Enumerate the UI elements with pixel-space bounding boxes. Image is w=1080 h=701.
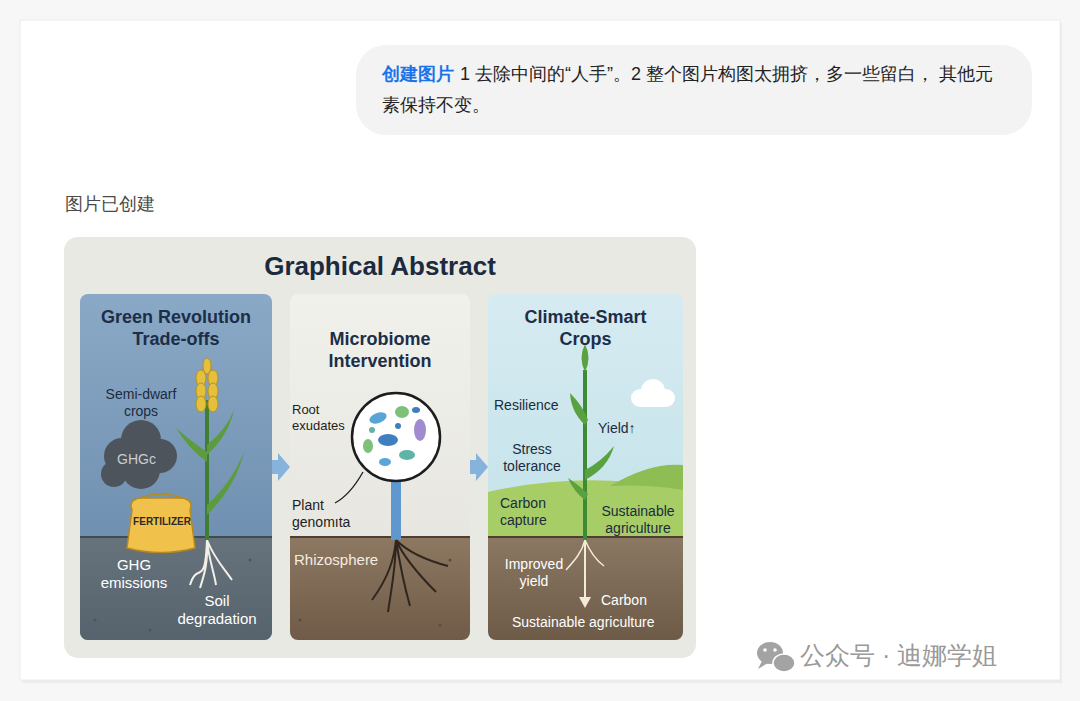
left-panel-bg xyxy=(80,294,272,640)
art-shape xyxy=(488,537,683,640)
root-system xyxy=(372,481,448,612)
bag-label: FERTILIZER xyxy=(127,516,197,528)
ghg-cloud xyxy=(101,420,177,489)
callout-label: Root exudates xyxy=(292,402,350,433)
benefit-label: Sustainable agriculture xyxy=(594,503,682,537)
art-shape xyxy=(399,450,415,460)
art-shape xyxy=(412,407,420,413)
art-shape xyxy=(372,540,448,612)
art-shape xyxy=(570,393,588,425)
art-shape xyxy=(196,396,206,412)
art-shape xyxy=(610,465,683,490)
art-shape xyxy=(763,648,767,652)
art-shape xyxy=(773,654,795,672)
request-text: 创建图片1 去除中间的“人手”。2 整个图片构图太拥挤，多一些留白， 其他元素保… xyxy=(382,59,1006,121)
art-shape xyxy=(205,400,209,540)
cloud-label: GHGc xyxy=(117,451,163,468)
art-shape xyxy=(584,540,586,598)
art-shape xyxy=(378,434,398,446)
bag-tie xyxy=(140,494,182,498)
benefit-label: Stress tolerance xyxy=(494,441,570,475)
benefit-label: Yield↑ xyxy=(598,420,658,437)
art-shape xyxy=(414,419,426,441)
panel-box: Microbiome Intervention xyxy=(290,294,470,640)
middle-panel-bg xyxy=(290,294,470,640)
art-shape xyxy=(368,410,388,426)
climate-plant xyxy=(566,344,614,608)
art-shape xyxy=(640,396,666,407)
art-shape xyxy=(94,619,97,622)
art-shape xyxy=(290,536,470,538)
art-shape xyxy=(352,393,440,481)
art-shape xyxy=(249,559,252,562)
art-shape xyxy=(207,452,244,515)
chat-bubble: 创建图片1 去除中间的“人手”。2 整个图片构图太拥挤，多一些留白， 其他元素保… xyxy=(356,45,1032,135)
wheat-plant xyxy=(176,358,244,588)
art-shape xyxy=(391,481,401,540)
diagram-title: Graphical Abstract xyxy=(64,251,696,282)
flow-arrow xyxy=(272,453,290,481)
art-shape xyxy=(568,478,588,500)
art-shape xyxy=(207,410,234,455)
art-shape xyxy=(579,597,591,608)
status-text: 图片已创建 xyxy=(65,194,265,216)
art-shape xyxy=(208,396,218,412)
art-shape xyxy=(395,423,401,429)
callout-label: Plant genomıta xyxy=(292,497,362,531)
art-shape xyxy=(290,537,470,640)
art-shape xyxy=(363,439,373,453)
plant-label: Semi-dwarf crops xyxy=(96,386,186,420)
benefit-label: Resilience xyxy=(494,397,574,414)
art-shape xyxy=(583,370,587,540)
art-shape xyxy=(80,537,272,640)
arrow-shape xyxy=(470,453,488,481)
art-shape xyxy=(149,629,152,632)
art-shape xyxy=(176,428,207,462)
soil-label: GHG emissions xyxy=(84,556,184,592)
soil-label: Improved yield xyxy=(494,556,574,590)
panel-heading: Green Revolution Trade-offs xyxy=(88,306,264,350)
art-shape xyxy=(439,624,442,627)
art-shape xyxy=(773,648,777,652)
panel-heading: Microbiome Intervention xyxy=(298,328,462,372)
request-body: 1 去除中间的“人手”。2 整个图片构图太拥挤，多一些留白， 其他元素保持不变。 xyxy=(382,64,993,115)
chat-card xyxy=(20,20,1060,680)
art-shape xyxy=(299,619,302,622)
art-shape xyxy=(80,294,272,640)
panel-heading: Climate-Smart Crops xyxy=(501,306,671,350)
soil-label: Carbon xyxy=(601,592,671,609)
art-shape xyxy=(449,559,452,562)
watermark: 公众号 · 迪娜学姐 xyxy=(800,640,1050,670)
art-shape xyxy=(379,458,391,466)
arrow-shape xyxy=(272,453,290,481)
soil-label: Sustainable agriculture xyxy=(512,614,682,631)
art-shape xyxy=(488,294,683,640)
benefit-label: Carbon capture xyxy=(500,495,566,529)
wechat-icon xyxy=(757,642,795,672)
art-shape xyxy=(369,427,375,433)
art-shape xyxy=(190,540,232,588)
microbiome-circle xyxy=(352,393,440,481)
art-shape xyxy=(758,661,768,669)
soil-label: Rhizosphere xyxy=(294,551,394,569)
art-shape xyxy=(395,406,409,418)
soil-label: Soil degradation xyxy=(167,592,267,628)
art-shape xyxy=(290,294,470,640)
tool-tag: 创建图片 xyxy=(382,64,454,84)
leader-line xyxy=(335,472,363,503)
image-card xyxy=(64,237,696,658)
art-shape xyxy=(585,446,614,480)
right-panel-bg xyxy=(488,294,683,640)
flow-arrow xyxy=(470,453,488,481)
